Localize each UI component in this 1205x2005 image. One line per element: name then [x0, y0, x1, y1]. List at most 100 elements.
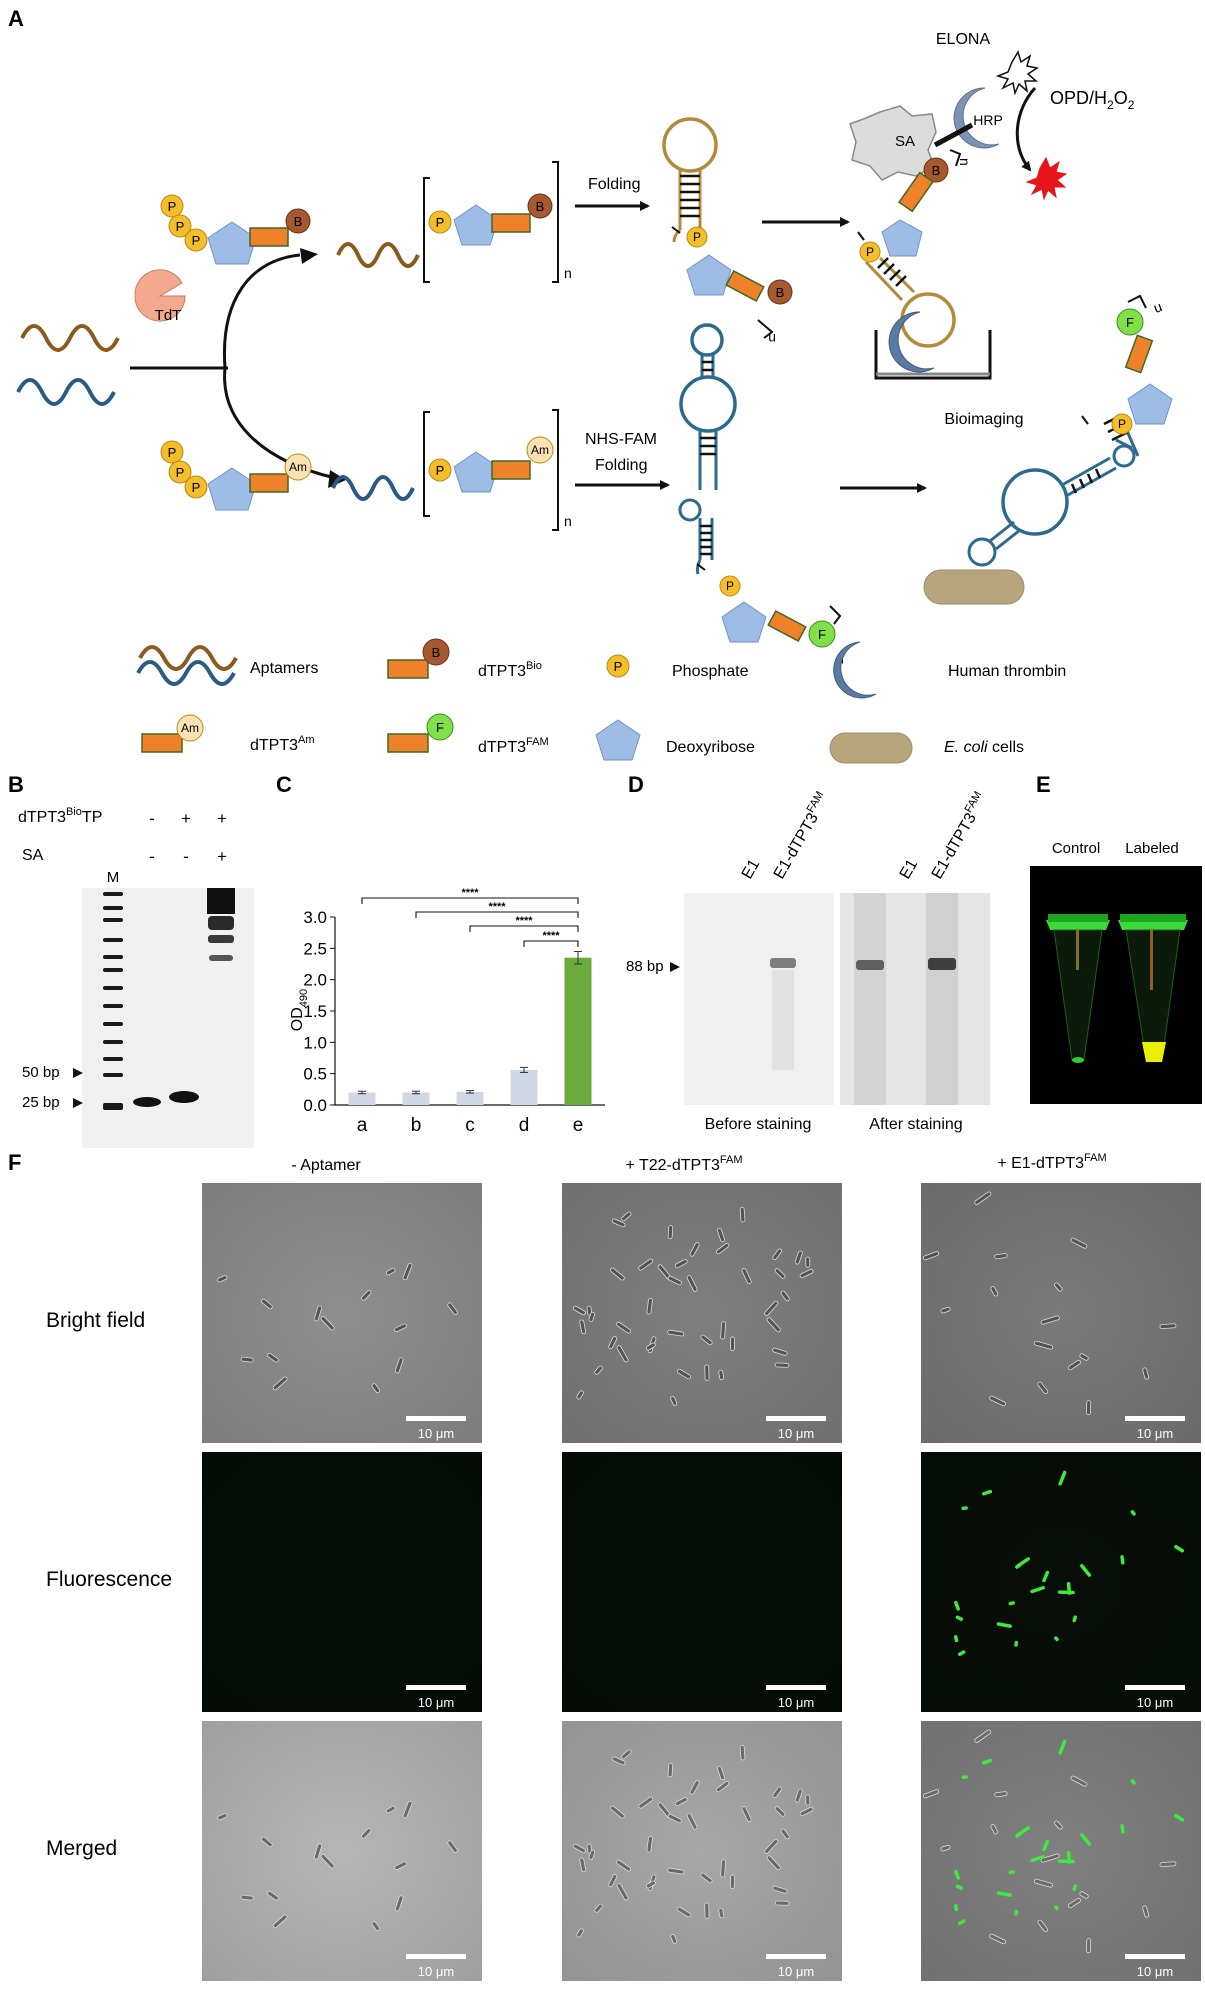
scale-bar — [406, 1685, 466, 1690]
legend-deoxyribose: Deoxyribose — [666, 739, 755, 756]
folding-label: Folding — [588, 176, 640, 193]
gel-row2-sign: - — [183, 847, 189, 866]
aptamer-wave-brown — [20, 324, 120, 352]
scale-bar — [766, 1954, 826, 1959]
folding2-label: Folding — [595, 457, 647, 474]
bioimaging-construct: P F n — [923, 294, 1173, 605]
scale-bar — [1125, 1954, 1185, 1959]
gel-row2-label: SA — [22, 847, 44, 864]
scale-bar — [406, 1416, 466, 1421]
extended-am-aptamer: P Am n — [331, 409, 572, 531]
legend-bio-base-icon — [387, 659, 429, 679]
bar-b — [402, 1092, 430, 1105]
legend-deoxyribose-icon — [595, 719, 641, 761]
scale-bar — [766, 1416, 826, 1421]
row1-label: Bright field — [46, 1309, 145, 1332]
extended-bio-aptamer: P B n — [336, 161, 572, 283]
ladder-band — [103, 1057, 123, 1061]
micrograph-3-3: 10 μm — [921, 1721, 1201, 1981]
svg-text:P: P — [726, 579, 734, 593]
micrograph-2-1: 10 μm — [202, 1452, 482, 1712]
gel-88bp-arrow — [670, 962, 680, 972]
dtpt3-am-tp: P P P Am — [160, 440, 312, 511]
svg-text:P: P — [176, 219, 185, 234]
legend-ecoli: E. coli cells — [944, 739, 1024, 756]
svg-text:P: P — [693, 230, 701, 244]
significance-label: **** — [488, 901, 506, 913]
ladder-band — [103, 906, 123, 910]
sa-label: SA — [895, 133, 915, 150]
significance-bracket — [523, 940, 579, 947]
gel-row2-sign: + — [217, 847, 227, 866]
svg-text:P: P — [866, 245, 874, 259]
row2-label: Fluorescence — [46, 1568, 172, 1591]
svg-text:n: n — [957, 158, 973, 166]
gel-marker-label: M — [107, 869, 120, 886]
x-tick-label: a — [357, 1115, 368, 1136]
svg-text:B: B — [776, 285, 785, 300]
significance-bracket — [469, 925, 579, 932]
ladder-band — [103, 986, 123, 990]
elisa-well — [874, 330, 992, 380]
x-tick-label: c — [465, 1115, 475, 1136]
elona-label: ELONA — [936, 31, 991, 48]
svg-text:n: n — [1152, 301, 1165, 319]
scale-bar — [406, 1954, 466, 1959]
row3-label: Merged — [46, 1837, 117, 1860]
scale-bar-label: 10 μm — [1137, 1426, 1173, 1441]
gel-row1-sign: + — [181, 809, 191, 828]
ladder-band — [103, 968, 123, 972]
lane3-band — [208, 935, 234, 943]
gel-row2-sign: - — [149, 847, 155, 866]
ladder-band — [103, 892, 123, 896]
legend-dtpt3-bio: dTPT3Bio — [478, 660, 542, 680]
tube-photo — [1030, 866, 1202, 1104]
legend-dtpt3-fam: dTPT3FAM — [478, 736, 549, 756]
lane3-well-band — [207, 888, 235, 914]
y-tick-label: 1.5 — [303, 1002, 327, 1021]
svg-text:B: B — [294, 214, 303, 229]
aptamer-wave-blue — [16, 378, 116, 406]
micrograph-2-3: 10 μm — [921, 1452, 1201, 1712]
bar-e — [564, 957, 592, 1105]
scale-bar-label: 10 μm — [418, 1695, 454, 1710]
svg-text:P: P — [1118, 417, 1126, 431]
significance-label: **** — [461, 887, 479, 899]
svg-text:P: P — [168, 445, 177, 460]
micrograph-1-3: 10 μm — [921, 1183, 1201, 1443]
reaction-arrow — [1015, 86, 1037, 172]
gel-25bp-label: 25 bp — [22, 1094, 60, 1111]
legend-dtpt3-am: dTPT3Am — [250, 734, 315, 754]
significance-label: **** — [515, 915, 533, 927]
panel-letter-d: D — [628, 772, 644, 797]
svg-text:P: P — [192, 233, 201, 248]
gel-row1-label: dTPT3BioTP — [18, 806, 102, 826]
hrp-icon — [953, 87, 1000, 149]
y-tick-label: 0.5 — [303, 1065, 327, 1084]
gel-d-lane2-before: E1-dTPT3FAM — [768, 789, 833, 882]
control-label: Control — [1052, 840, 1100, 857]
svg-text:P: P — [168, 199, 177, 214]
panel-letter-b: B — [8, 772, 24, 797]
ladder-band — [103, 938, 123, 942]
y-tick-label: 1.0 — [303, 1033, 327, 1052]
scale-bar-label: 10 μm — [778, 1426, 814, 1441]
tdt-enzyme-icon — [134, 269, 186, 322]
scale-bar-label: 10 μm — [1137, 1964, 1173, 1979]
ladder-band — [103, 1073, 123, 1077]
legend-aptamer-blue-icon — [136, 660, 236, 686]
bar-d — [510, 1069, 538, 1105]
col3-header: + E1-dTPT3FAM — [997, 1152, 1106, 1172]
elona-assembly: ELONA OPD/H2O2 HRP SA B P n — [849, 31, 1135, 380]
legend-phosphate-icon — [606, 654, 630, 678]
gel-b-bands — [103, 888, 235, 1110]
panel-letter-e: E — [1036, 772, 1051, 797]
gel-88bp-label: 88 bp — [626, 958, 664, 975]
ladder-band — [103, 918, 123, 922]
product-burst-icon — [1025, 156, 1068, 201]
svg-text:Am: Am — [181, 721, 199, 735]
scale-bar-label: 10 μm — [778, 1695, 814, 1710]
folded-fam-aptamer: P F n — [678, 323, 844, 669]
after-staining-label: After staining — [869, 1116, 962, 1133]
gel-d-before-image — [684, 893, 834, 1105]
